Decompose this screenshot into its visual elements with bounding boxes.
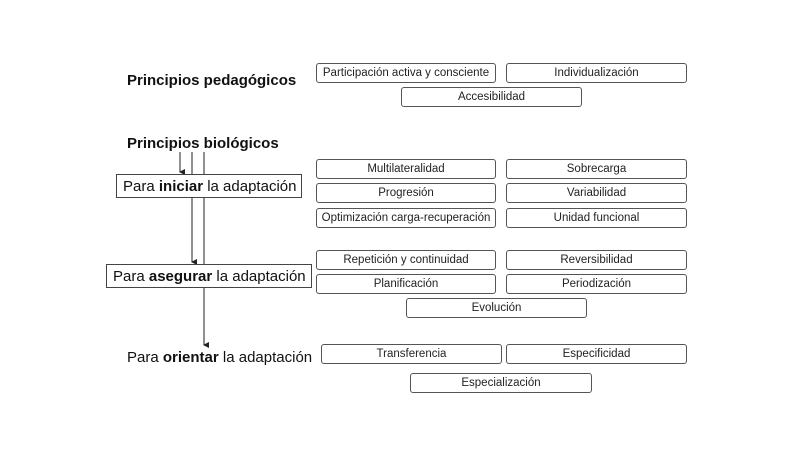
chip-sobrecarga: Sobrecarga — [506, 159, 687, 179]
phase-iniciar-keyword: iniciar — [158, 177, 204, 195]
chip-repeticion: Repetición y continuidad — [316, 250, 496, 270]
chip-especificidad: Especificidad — [506, 344, 687, 364]
chip-progresion: Progresión — [316, 183, 496, 203]
phase-asegurar-post: la adaptación — [216, 267, 306, 285]
phase-iniciar-post: la adaptación — [207, 177, 297, 195]
chip-planificacion: Planificación — [316, 274, 496, 294]
chip-reversibilidad: Reversibilidad — [506, 250, 687, 270]
phase-asegurar: Para asegurar la adaptación — [106, 264, 312, 288]
heading-principios-biologicos: Principios biológicos — [127, 135, 279, 152]
phase-orientar-keyword: orientar — [162, 348, 219, 366]
phase-iniciar-pre: Para — [123, 177, 155, 195]
chip-participacion: Participación activa y consciente — [316, 63, 496, 83]
chip-transferencia: Transferencia — [321, 344, 502, 364]
chip-unidad-funcional: Unidad funcional — [506, 208, 687, 228]
phase-orientar: Para orientar la adaptación — [127, 346, 312, 368]
chip-individualizacion: Individualización — [506, 63, 687, 83]
phase-iniciar: Para iniciar la adaptación — [116, 174, 302, 198]
chip-variabilidad: Variabilidad — [506, 183, 687, 203]
chip-optimizacion: Optimización carga-recuperación — [316, 208, 496, 228]
chip-accesibilidad: Accesibilidad — [401, 87, 582, 107]
chip-especializacion: Especialización — [410, 373, 592, 393]
chip-multilateralidad: Multilateralidad — [316, 159, 496, 179]
phase-orientar-post: la adaptación — [222, 348, 313, 366]
phase-orientar-pre: Para — [127, 348, 159, 366]
chip-periodizacion: Periodización — [506, 274, 687, 294]
phase-asegurar-pre: Para — [113, 267, 145, 285]
heading-principios-pedagogicos: Principios pedagógicos — [127, 72, 297, 89]
chip-evolucion: Evolución — [406, 298, 587, 318]
phase-asegurar-keyword: asegurar — [148, 267, 213, 285]
